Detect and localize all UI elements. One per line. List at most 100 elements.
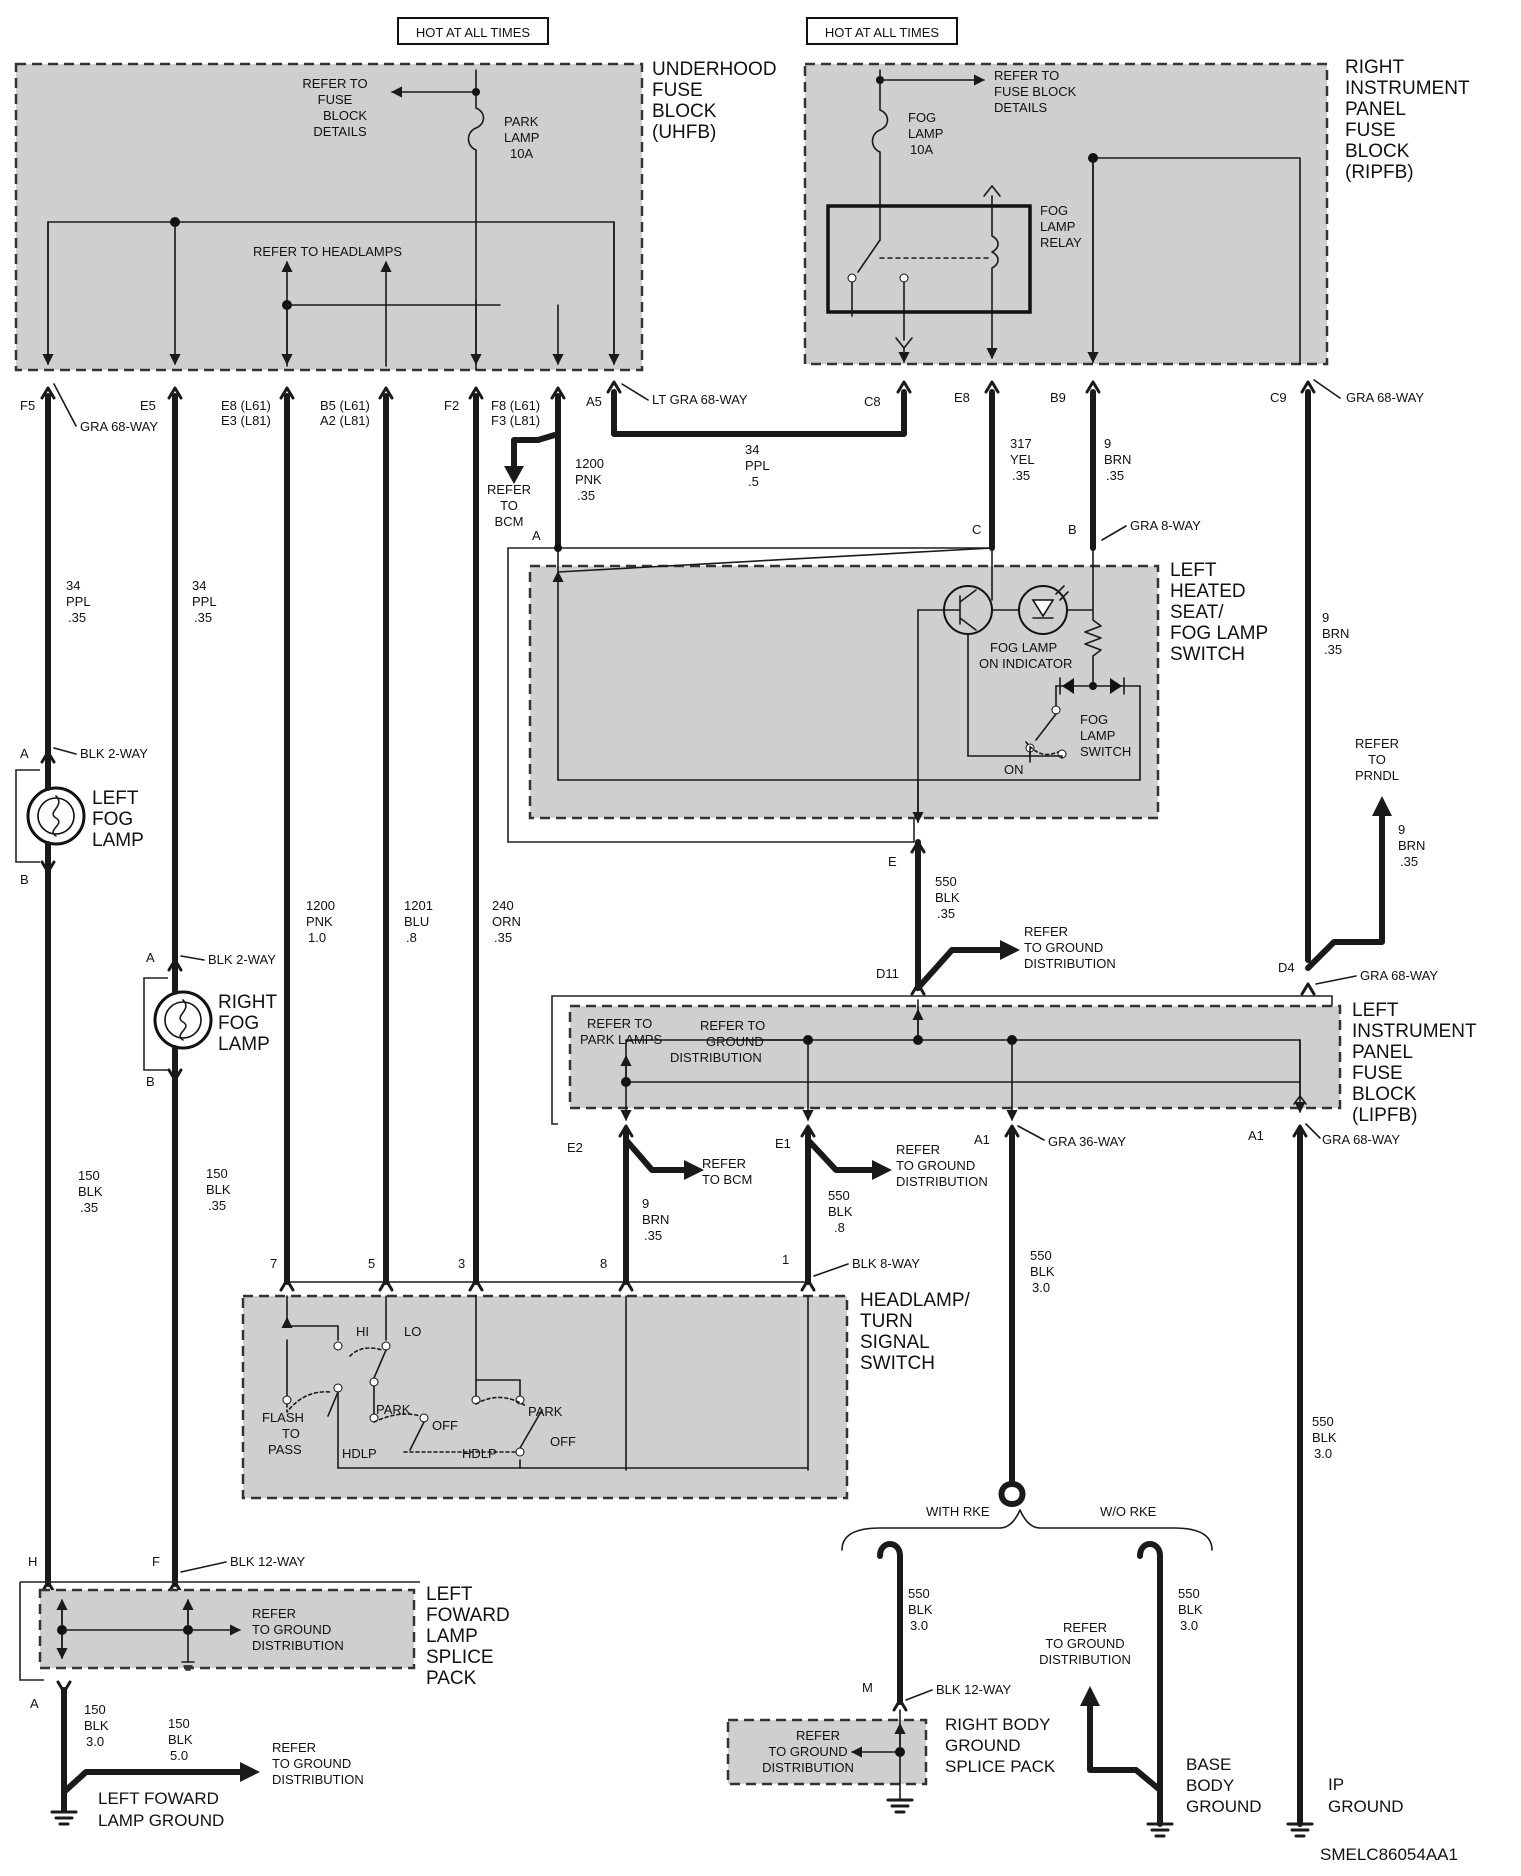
svg-text:PPL: PPL: [745, 458, 770, 473]
svg-text:10A: 10A: [910, 142, 933, 157]
svg-text:TO BCM: TO BCM: [702, 1172, 752, 1187]
svg-text:BODY: BODY: [1186, 1776, 1234, 1795]
wire-1201-blu-label: 1201 BLU .8: [404, 898, 433, 945]
svg-text:150: 150: [168, 1716, 190, 1731]
fog-lamp-relay-label: FOG LAMP RELAY: [1040, 203, 1082, 250]
wire-550-worke: [1137, 1541, 1163, 1827]
svg-text:(LIPFB): (LIPFB): [1352, 1105, 1417, 1126]
svg-text:8: 8: [600, 1256, 607, 1271]
gra68-left: GRA 68-WAY: [80, 419, 158, 434]
svg-text:LAMP: LAMP: [218, 1034, 270, 1055]
fog-switch-title: LEFT HEATED SEAT/ FOG LAMP SWITCH: [1170, 560, 1268, 665]
lflsp-block: [38, 1588, 416, 1670]
svg-text:BLOCK: BLOCK: [1345, 141, 1410, 162]
wire-550-worke-label: 550 BLK 3.0: [1178, 1586, 1203, 1633]
park-lamp-fuse: [467, 69, 485, 371]
refer-ground-d11: REFER TO GROUND DISTRIBUTION: [1024, 924, 1116, 971]
conn-f5: F5: [20, 398, 35, 413]
svg-text:ORN: ORN: [492, 914, 521, 929]
switch-pin-e: E: [888, 854, 897, 869]
right-fog-pin-a: A: [146, 950, 155, 965]
svg-text:240: 240: [492, 898, 514, 913]
svg-text:1: 1: [782, 1252, 789, 1267]
wire-317-label: 317 YEL .35: [1010, 436, 1035, 483]
svg-text:5.0: 5.0: [170, 1748, 188, 1763]
headlamp-chevrons: [279, 1278, 816, 1292]
fog-lamp-switch-label: FOG LAMP SWITCH: [1080, 712, 1131, 759]
svg-text:BLK: BLK: [935, 890, 960, 905]
fog-lamp-switch-block: [528, 564, 1160, 820]
svg-text:LEFT: LEFT: [426, 1584, 473, 1605]
svg-text:550: 550: [1312, 1414, 1334, 1429]
rbgsp-title: RIGHT BODY GROUND SPLICE PACK: [945, 1715, 1056, 1776]
rbgsp-conn: BLK 12-WAY: [936, 1682, 1011, 1697]
svg-text:FUSE: FUSE: [318, 92, 353, 107]
gra8-c: C: [972, 522, 981, 537]
svg-text:REFER: REFER: [1063, 1620, 1107, 1635]
wire-9-e2-label: 9 BRN .35: [642, 1196, 669, 1243]
svg-text:LEFT: LEFT: [1170, 560, 1217, 581]
svg-text:SPLICE PACK: SPLICE PACK: [945, 1757, 1056, 1776]
wire-9-brn-b9-label: 9 BRN .35: [1104, 436, 1131, 483]
svg-text:ON INDICATOR: ON INDICATOR: [979, 656, 1072, 671]
wire-34-ppl-5-label: 34 PPL .5: [745, 442, 770, 489]
rbgsp-pin-m: M: [862, 1680, 873, 1695]
top-connector-chevrons: [40, 380, 1316, 400]
svg-text:GROUND: GROUND: [945, 1736, 1021, 1755]
svg-text:BLK: BLK: [1030, 1264, 1055, 1279]
svg-text:GROUND: GROUND: [706, 1034, 764, 1049]
svg-text:LAMP: LAMP: [504, 130, 539, 145]
svg-text:.35: .35: [1324, 642, 1342, 657]
ripfb-block: [803, 62, 1329, 366]
svg-text:3.0: 3.0: [1180, 1618, 1198, 1633]
lipfb-title: LEFT INSTRUMENT PANEL FUSE BLOCK (LIPFB): [1352, 1000, 1477, 1126]
svg-text:PANEL: PANEL: [1345, 99, 1406, 120]
svg-text:HOT AT ALL TIMES: HOT AT ALL TIMES: [416, 25, 530, 40]
svg-text:BLOCK: BLOCK: [323, 108, 367, 123]
svg-text:BLK: BLK: [1178, 1602, 1203, 1617]
right-fog-pin-b: B: [146, 1074, 155, 1089]
wire-550-rke: [877, 1541, 903, 1705]
lo-label: LO: [404, 1324, 421, 1339]
headlamp-conn: BLK 8-WAY: [852, 1256, 920, 1271]
svg-text:BLK: BLK: [1312, 1430, 1337, 1445]
fog-lamp-relay: [826, 204, 1032, 314]
wire-240-orn-label: 240 ORN .35: [492, 898, 521, 945]
svg-text:550: 550: [1178, 1586, 1200, 1601]
svg-text:9: 9: [642, 1196, 649, 1211]
svg-text:BRN: BRN: [642, 1212, 669, 1227]
ripfb-refer-fuse: REFER TO FUSE BLOCK DETAILS: [994, 68, 1077, 115]
svg-text:FOG: FOG: [1040, 203, 1068, 218]
svg-text:TO GROUND: TO GROUND: [252, 1622, 331, 1637]
svg-text:.35: .35: [644, 1228, 662, 1243]
svg-text:3.0: 3.0: [1314, 1446, 1332, 1461]
svg-text:550: 550: [935, 874, 957, 889]
svg-text:FLASH: FLASH: [262, 1410, 304, 1425]
svg-text:.5: .5: [748, 474, 759, 489]
left-foward-ground-label: LEFT FOWARD LAMP GROUND: [98, 1789, 224, 1830]
svg-text:PNK: PNK: [306, 914, 333, 929]
lflsp-pin-a: A: [30, 1696, 39, 1711]
refer-headlamps-label: REFER TO HEADLAMPS: [253, 244, 402, 259]
svg-text:SWITCH: SWITCH: [860, 1353, 935, 1374]
svg-text:TO: TO: [282, 1426, 300, 1441]
wire-9-brn-c9-label: 9 BRN .35: [1322, 610, 1349, 657]
svg-text:TO GROUND: TO GROUND: [1024, 940, 1103, 955]
svg-text:GROUND: GROUND: [1328, 1797, 1404, 1816]
svg-text:PPL: PPL: [66, 594, 91, 609]
svg-text:.35: .35: [208, 1198, 226, 1213]
conn-f2: F2: [444, 398, 459, 413]
svg-text:BLU: BLU: [404, 914, 429, 929]
svg-text:.35: .35: [494, 930, 512, 945]
svg-text:YEL: YEL: [1010, 452, 1035, 467]
svg-text:FUSE: FUSE: [1352, 1063, 1403, 1084]
svg-text:FOG: FOG: [1080, 712, 1108, 727]
svg-text:1200: 1200: [575, 456, 604, 471]
uhfb-refer-fuse: REFER TO FUSE BLOCK DETAILS: [302, 76, 367, 139]
svg-text:DISTRIBUTION: DISTRIBUTION: [670, 1050, 762, 1065]
svg-text:BLOCK: BLOCK: [652, 101, 717, 122]
wire-550-e-label: 550 BLK .35: [935, 874, 960, 921]
conn-e5: E5: [140, 398, 156, 413]
wire-9-prndl-label: 9 BRN .35: [1398, 822, 1425, 869]
wire-550-e1-label: 550 BLK .8: [828, 1188, 853, 1235]
